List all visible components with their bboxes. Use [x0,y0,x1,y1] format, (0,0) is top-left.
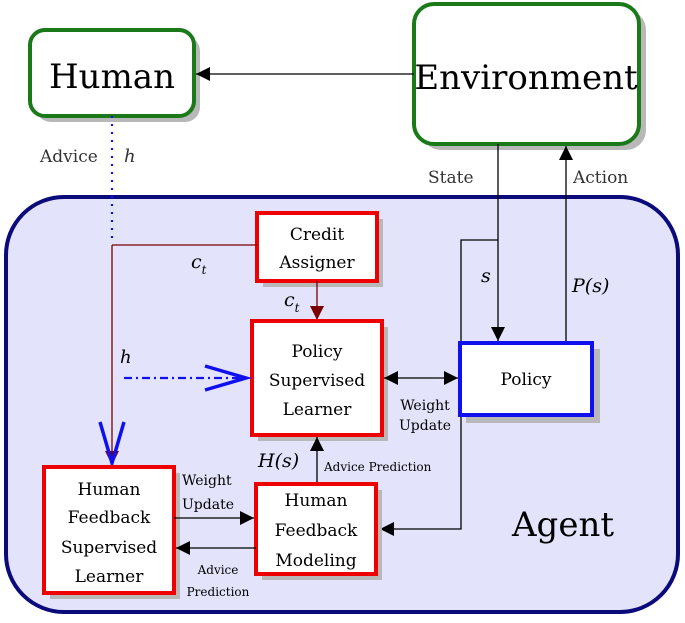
hfm-line-1: Human [285,491,348,511]
weight-update-bottom-line-2: Update [182,497,234,513]
human-node: Human [28,28,200,122]
psl-line-2: Supervised [269,371,365,391]
credit-assigner-node: Credit Assigner [255,211,383,287]
weight-update-bottom-line-1: Weight [182,473,232,489]
policy-node: Policy [458,341,600,423]
h-s-label: H(s) [257,450,299,472]
hfm-line-3: Modeling [275,551,356,571]
psl-line-1: Policy [292,342,343,362]
ct-left-label: ct [191,251,207,277]
hfsl-line-4: Learner [75,567,145,587]
weight-update-right-line-2: Update [399,418,451,434]
environment-label: Environment [414,58,638,98]
hfsl-line-3: Supervised [61,538,157,558]
advice-prediction-bottom-line-1: Advice [197,563,239,577]
advice-chevron-down [98,421,126,470]
human-label: Human [49,57,175,97]
human-feedback-modeling-node: Human Feedback Modeling [254,482,382,580]
ct-down-label: ct [284,289,300,315]
advice-label: Advice [39,147,98,167]
credit-assigner-line-2: Assigner [278,253,355,273]
h-to-psl-chevron [204,364,253,392]
agent-label: Agent [511,505,614,545]
hfsl-line-2: Feedback [68,508,151,528]
action-label: Action [572,168,628,188]
advice-h-label: h [124,146,136,167]
policy-label: Policy [501,370,552,390]
advice-prediction-bottom-line-2: Prediction [187,585,250,599]
s-label: s [481,265,491,287]
psl-line-3: Learner [283,400,353,420]
weight-update-right-line-1: Weight [400,398,450,414]
p-s-label: P(s) [571,275,609,297]
hfm-line-2: Feedback [275,521,358,541]
policy-supervised-learner-node: Policy Supervised Learner [250,319,388,441]
hfsl-line-1: Human [78,480,141,500]
h-mid-label: h [120,347,132,368]
environment-node: Environment [412,2,646,150]
hf-supervised-learner-node: Human Feedback Supervised Learner [42,465,180,599]
advice-prediction-up-label: Advice Prediction [323,460,432,474]
state-label: State [428,168,474,188]
credit-assigner-line-1: Credit [290,225,345,245]
